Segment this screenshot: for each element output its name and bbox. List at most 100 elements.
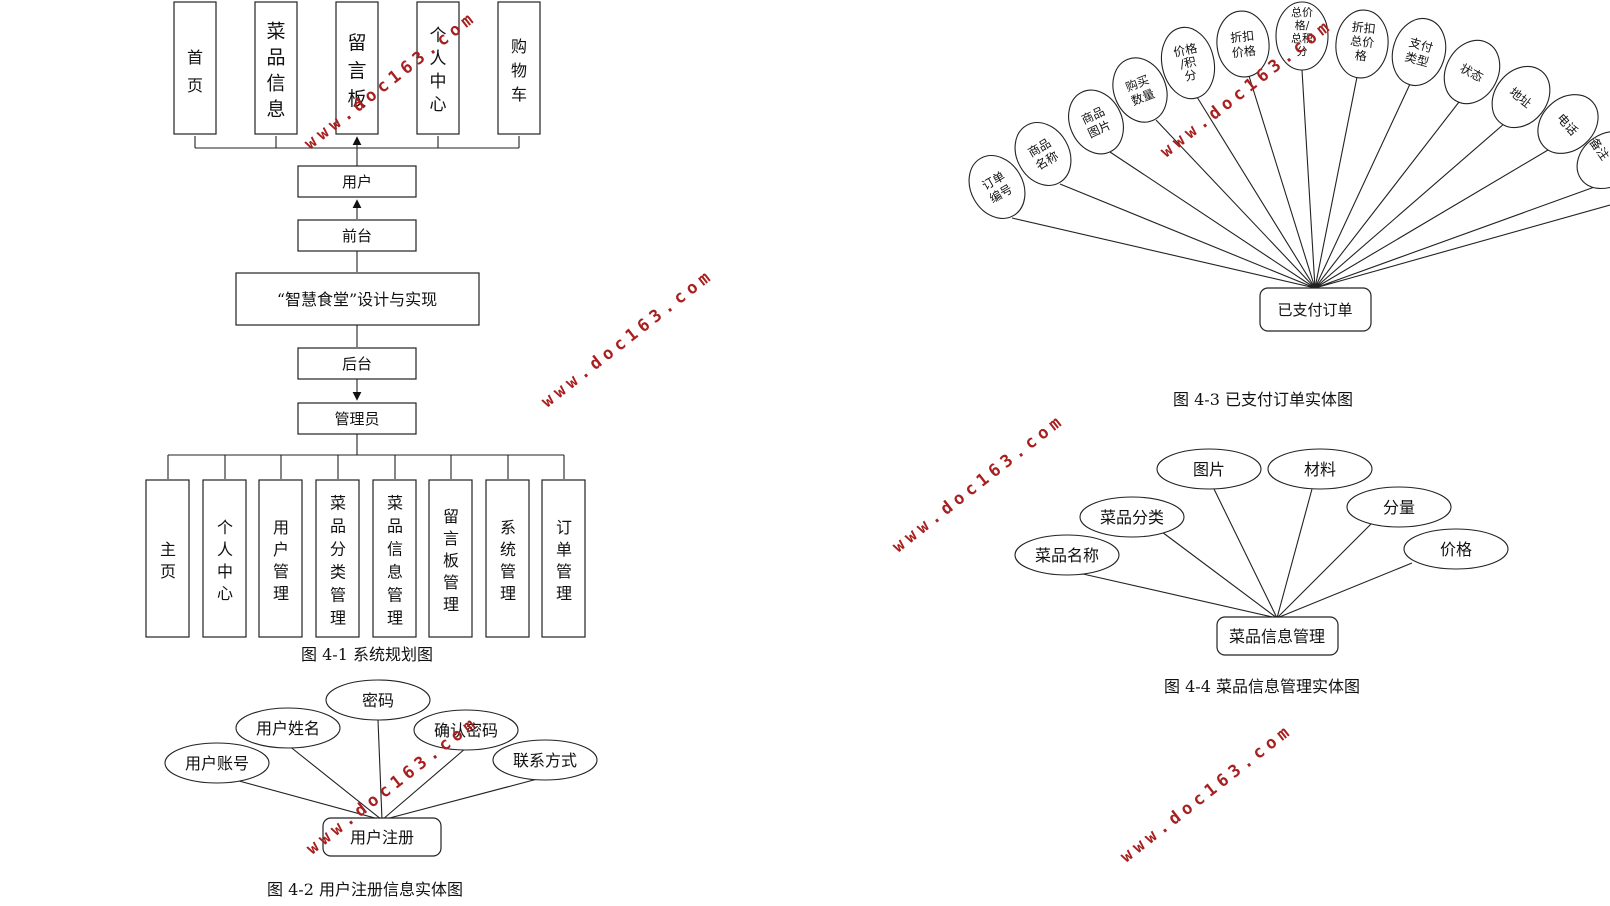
fig3-attribute-line: 价格 — [1231, 43, 1256, 60]
admin-module-box-5 — [428, 479, 473, 638]
vertical-char: 车 — [511, 85, 527, 104]
vertical-char: 板 — [347, 88, 366, 110]
vertical-char: 管 — [500, 562, 516, 581]
fig3-attribute-line: 支付 — [1407, 35, 1434, 55]
admin-module-box-1 — [202, 479, 247, 638]
top-module-box-2 — [335, 1, 379, 135]
fig3-attribute-8: 支付类型 — [1391, 17, 1447, 87]
fig3-attribute-line: 总价 — [1350, 34, 1375, 50]
fig3-caption: 图 4-3 已支付订单实体图 — [1173, 390, 1353, 409]
vertical-char: 信 — [387, 540, 403, 559]
vertical-char: 管 — [330, 586, 346, 605]
fig3-attribute-5: 折扣价格 — [1216, 10, 1270, 78]
vertical-char: 管 — [273, 562, 289, 581]
fig3-attribute-line: 总积 — [1291, 31, 1313, 45]
admin-module-box-3 — [315, 479, 360, 638]
vertical-char: 系 — [500, 518, 516, 537]
vertical-char: 菜 — [330, 494, 346, 513]
fig4-attribute-label: 菜品分类 — [1100, 508, 1164, 527]
fig2-attribute-label: 用户姓名 — [256, 719, 320, 738]
watermark-text: www.doc163.com — [538, 265, 718, 412]
fig3-attribute-line: 价格 — [1172, 40, 1199, 60]
vertical-char: 心 — [430, 95, 447, 115]
fig4-attribute-ellipse-5 — [1403, 528, 1509, 570]
fig4-attribute-ellipse-1 — [1079, 496, 1185, 538]
fig3-attribute-6: 总价格/总积分 — [1275, 1, 1329, 71]
fig4-entity-box — [1216, 616, 1339, 656]
fig3-entity-label: 已支付订单 — [1277, 301, 1352, 319]
watermarks: www.doc163.com www.doc163.com www.doc163… — [301, 7, 1337, 867]
frontend-box — [297, 219, 417, 252]
system-label: “智慧食堂”设计与实现 — [277, 290, 437, 309]
vertical-char: 管 — [387, 586, 403, 605]
fig2-attribute-label: 用户账号 — [185, 754, 249, 773]
fig3-attribute-line: 分 — [1297, 45, 1308, 58]
top-module-label: 个人中心 — [430, 26, 447, 115]
fig3-entity-box — [1259, 287, 1372, 332]
fig4-attribute-label: 菜品名称 — [1035, 546, 1099, 565]
vertical-char: 人 — [430, 49, 447, 69]
admin-module-box-6 — [485, 479, 530, 638]
top-module-label: 购物车 — [511, 37, 527, 104]
vertical-char: 心 — [217, 584, 233, 603]
paid-order-entity-diagram: 订单编号 商品名称 商品图片 购买数量 价格/积分 折扣价格 总价格/总积分 — [968, 1, 1610, 409]
fig4-attribute-label: 图片 — [1193, 460, 1225, 479]
top-module-box-0 — [173, 1, 217, 135]
svg-text:折扣总价格: 折扣总价格 — [1348, 19, 1376, 64]
vertical-char: 个 — [430, 26, 447, 46]
vertical-char: 订 — [556, 518, 572, 537]
fig2-attribute-ellipse-4 — [492, 739, 598, 781]
fig3-attribute-line: 分 — [1183, 68, 1198, 84]
fig2-attribute-ellipse-3 — [413, 709, 519, 751]
vertical-char: 理 — [330, 609, 346, 628]
system-plan-diagram: 首页 菜品信息 留言板 个人中心 购物车 用户 前台 “智慧食堂”设计与实现 后… — [145, 1, 586, 664]
vertical-char: 品 — [266, 47, 285, 69]
fig2-attribute-ellipse-0 — [164, 742, 270, 784]
fig3-attribute-11: 电话 — [1537, 94, 1599, 154]
vertical-char: 言 — [443, 529, 459, 548]
vertical-char: 息 — [266, 99, 285, 121]
admin-bus-line — [168, 434, 564, 456]
fig4-caption: 图 4-4 菜品信息管理实体图 — [1164, 677, 1360, 696]
user-box — [297, 165, 417, 198]
vertical-char: 购 — [511, 37, 527, 56]
svg-text:总价格/总积分: 总价格/总积分 — [1291, 5, 1313, 58]
fig2-attribute-lines — [216, 719, 546, 821]
fig1-caption: 图 4-1 系统规划图 — [301, 645, 433, 664]
top-module-label: 菜品信息 — [266, 21, 285, 121]
admin-module-label: 个人中心 — [217, 518, 233, 603]
vertical-char: 中 — [430, 72, 447, 92]
vertical-char: 理 — [273, 584, 289, 603]
top-module-box-4 — [497, 1, 541, 135]
fig2-attribute-ellipse-2 — [325, 679, 431, 721]
dish-info-entity-diagram: 菜品名称 菜品分类 图片 材料 分量 价格 菜品信息管理 图 4-4 菜品信息管… — [1014, 448, 1509, 696]
fig3-attribute-line: 折扣 — [1351, 19, 1376, 36]
vertical-char: 理 — [556, 584, 572, 603]
fig3-attribute-4: 价格/积分 — [1160, 26, 1216, 100]
fig3-attribute-line: 总价 — [1291, 5, 1313, 19]
user-registration-entity-diagram: 用户账号 用户姓名 密码 确认密码 联系方式 用户注册 图 4-2 用户注册信息… — [164, 679, 598, 899]
top-module-box-3 — [416, 1, 460, 135]
vertical-char: 留 — [347, 32, 366, 54]
vertical-char: 理 — [443, 595, 459, 614]
fig2-attribute-label: 确认密码 — [434, 721, 498, 740]
vertical-char: 单 — [556, 540, 572, 559]
fig4-attribute-ellipse-4 — [1346, 486, 1452, 528]
fig4-attribute-label: 价格 — [1440, 540, 1472, 559]
admin-module-box-2 — [258, 479, 303, 638]
fig3-attribute-line: /积 — [1179, 54, 1198, 71]
vertical-char: 首 — [187, 48, 203, 67]
fig3-attribute-9: 状态 — [1443, 39, 1501, 105]
fig4-attribute-ellipse-0 — [1014, 534, 1120, 576]
admin-label: 管理员 — [334, 410, 379, 428]
top-module-label: 留言板 — [347, 32, 366, 110]
vertical-char: 留 — [443, 507, 459, 526]
fig4-attribute-ellipse-3 — [1267, 448, 1373, 490]
svg-text:价格/积分: 价格/积分 — [1172, 40, 1204, 85]
system-box — [235, 272, 480, 326]
vertical-char: 言 — [347, 60, 366, 82]
frontend-label: 前台 — [342, 227, 372, 245]
vertical-char: 理 — [500, 584, 516, 603]
fig4-attribute-label: 分量 — [1383, 498, 1415, 517]
